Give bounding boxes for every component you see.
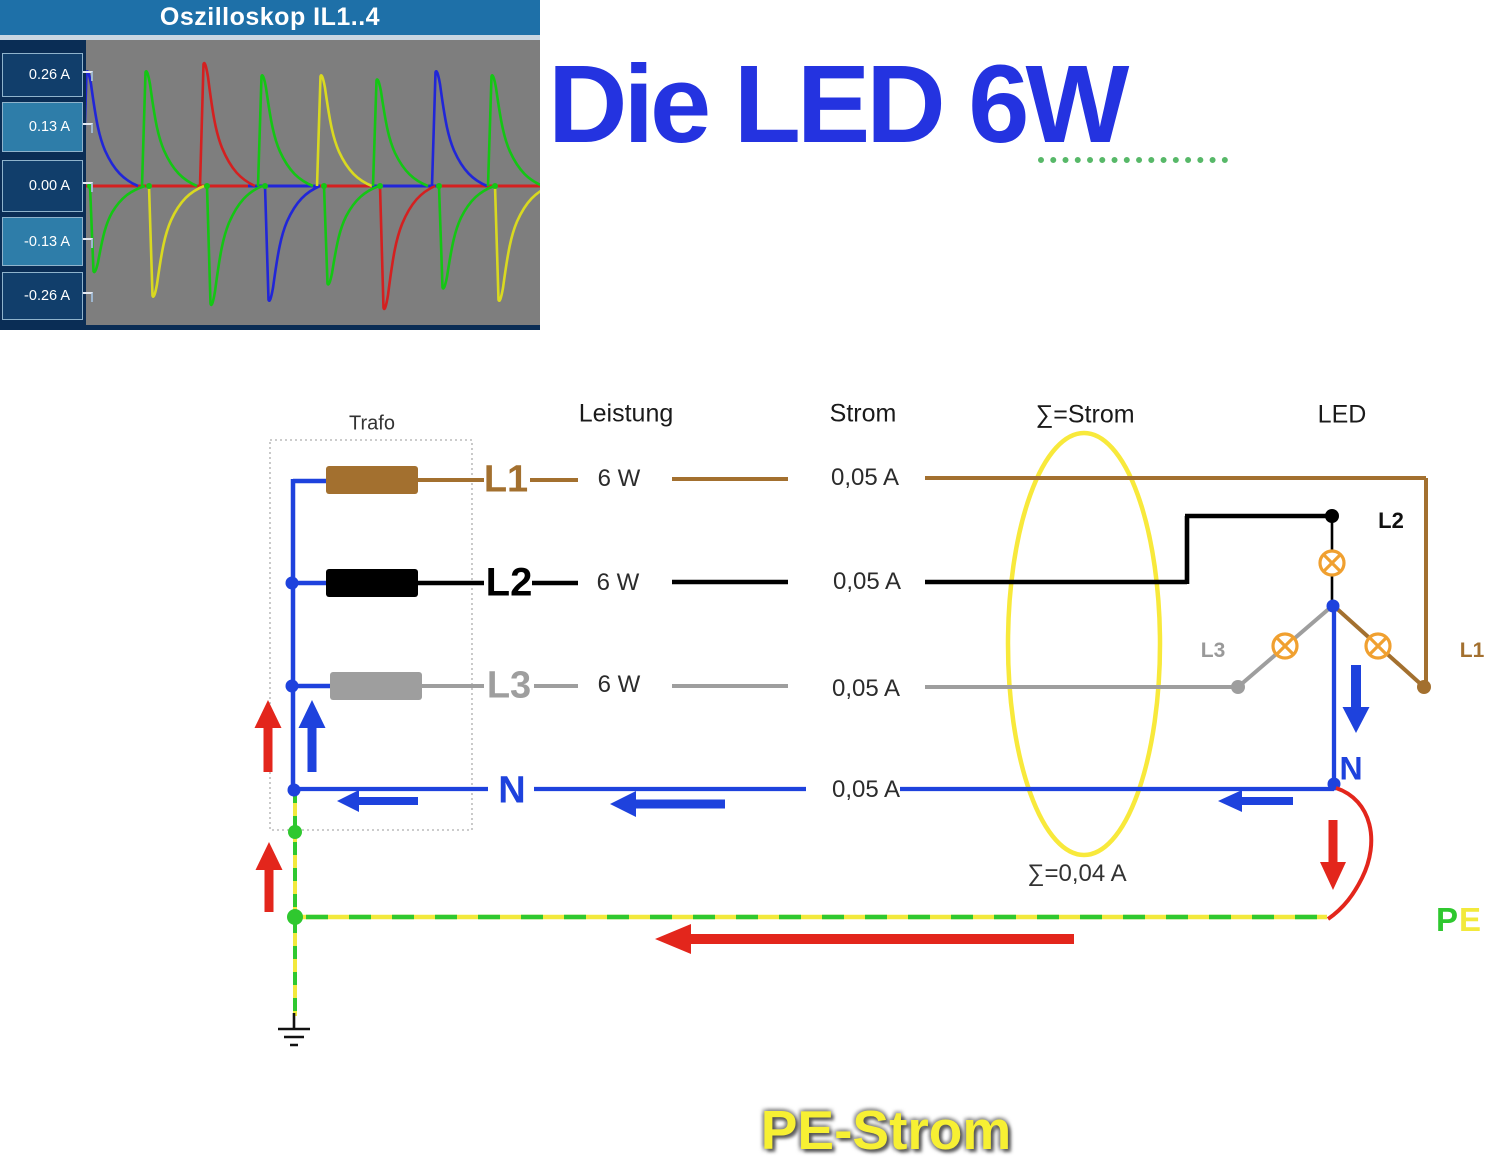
led-label-n: N xyxy=(1339,750,1363,787)
scope-y-label-box: 0.26 A xyxy=(2,53,83,97)
scope-y-label-box: 0.13 A xyxy=(2,102,83,152)
sum-current-value: ∑=0,04 A xyxy=(1027,860,1127,887)
scope-y-label: -0.13 A xyxy=(24,233,70,250)
node-led-l3 xyxy=(1231,680,1245,694)
pe-return-curve xyxy=(1326,786,1374,921)
node-pe-junction xyxy=(287,909,303,925)
trafo-label: Trafo xyxy=(349,412,395,435)
pe-left-arrow-icon xyxy=(655,924,1074,954)
sum-ellipse xyxy=(1005,430,1163,858)
row-label-l3: L3 xyxy=(486,664,532,707)
scope-y-label-box: 0.00 A xyxy=(2,160,83,212)
scope-y-label: 0.13 A xyxy=(28,119,70,135)
scope-y-label: -0.26 A xyxy=(24,288,70,304)
led-n-down-arrow-icon xyxy=(1342,665,1370,733)
scope-plot-svg xyxy=(81,61,551,311)
led-label-l1: L1 xyxy=(1459,639,1485,662)
scope-tick xyxy=(83,238,93,248)
current-l1: 0,05 A xyxy=(830,464,900,491)
scope-tick xyxy=(83,123,93,133)
title-underline xyxy=(1038,151,1228,163)
wire-l3 xyxy=(422,684,1238,689)
scope-tick xyxy=(83,71,93,81)
lamp-l1-icon xyxy=(1364,632,1392,660)
winding-l1 xyxy=(326,466,418,494)
pe-up-arrow-2-icon xyxy=(255,842,283,912)
column-header-leistung: Leistung xyxy=(578,399,674,428)
scope-y-label: 0.26 A xyxy=(28,67,70,83)
wire-l2 xyxy=(418,513,1332,586)
n-left-arrow-3-icon xyxy=(1218,790,1293,812)
node-pe-top xyxy=(288,825,302,839)
oscilloscope-title-bar: Oszilloskop IL1..4 xyxy=(0,0,540,35)
scope-y-label-box: -0.26 A xyxy=(2,272,83,320)
node-led-l1 xyxy=(1417,680,1431,694)
node-n xyxy=(287,783,301,797)
column-header-led: LED xyxy=(1317,400,1367,429)
footer-title: PE-Strom xyxy=(760,1099,1012,1161)
pe-label-e: E xyxy=(1459,901,1483,938)
pe-down-arrow-icon xyxy=(1320,820,1346,890)
row-label-l2: L2 xyxy=(485,560,533,605)
power-l3: 6 W xyxy=(597,671,641,698)
node-led-star xyxy=(1326,599,1340,613)
led-label-l3: L3 xyxy=(1200,639,1226,662)
node-led-l2 xyxy=(1325,509,1339,523)
page-title: Die LED 6W xyxy=(548,43,1129,166)
scope-y-label-box: -0.13 A xyxy=(2,217,83,266)
column-header-sum-strom: ∑=Strom xyxy=(1035,400,1135,429)
led-label-l2: L2 xyxy=(1378,508,1404,533)
scope-tick xyxy=(83,292,93,302)
n-up-arrow-icon xyxy=(298,700,326,772)
lamp-l3-icon xyxy=(1271,632,1299,660)
ground-symbol xyxy=(278,1013,310,1047)
pe-label-p: P xyxy=(1435,901,1459,938)
node-l3 xyxy=(285,679,299,693)
current-n: 0,05 A xyxy=(831,776,901,803)
wire-l1 xyxy=(418,476,1428,683)
row-label-n: N xyxy=(498,769,526,812)
n-left-arrow-2-icon xyxy=(610,791,725,817)
column-header-strom: Strom xyxy=(829,399,897,428)
current-l3: 0,05 A xyxy=(831,675,901,702)
oscilloscope-title: Oszilloskop IL1..4 xyxy=(159,3,381,31)
node-l2 xyxy=(285,576,299,590)
scope-tick xyxy=(83,182,93,192)
power-l2: 6 W xyxy=(596,569,640,596)
pe-up-arrow-1-icon xyxy=(254,700,282,772)
row-label-l1: L1 xyxy=(483,458,529,501)
scope-y-label: 0.00 A xyxy=(28,178,70,194)
power-l1: 6 W xyxy=(597,465,641,492)
lamp-l2-icon xyxy=(1318,549,1346,577)
pe-label: PE xyxy=(1436,901,1482,939)
winding-l2 xyxy=(326,569,418,597)
oscilloscope-divider xyxy=(0,35,540,40)
winding-l3 xyxy=(330,672,422,700)
n-left-arrow-1-icon xyxy=(337,790,418,812)
oscilloscope-panel: Oszilloskop IL1..4 0.26 A 0.13 A 0.00 A … xyxy=(0,0,551,330)
trafo-box xyxy=(269,439,473,831)
oscilloscope-plot-area xyxy=(81,40,551,325)
current-l2: 0,05 A xyxy=(832,568,902,595)
